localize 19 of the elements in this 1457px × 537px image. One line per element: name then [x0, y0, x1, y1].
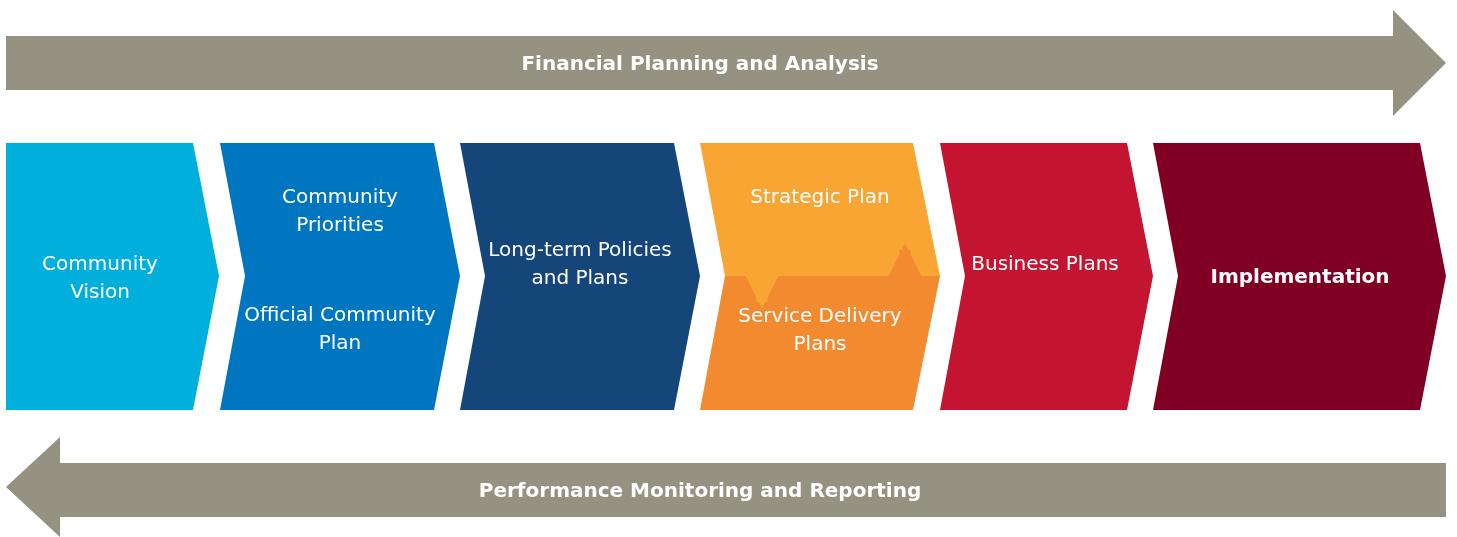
step-label: Community Priorities — [281, 183, 399, 238]
step-label: Long-term Policies and Plans — [487, 236, 673, 291]
step-label: Implementation — [1209, 263, 1391, 290]
step-label: Strategic Plan — [749, 183, 891, 210]
arrow-band — [6, 437, 1446, 537]
step-label: Financial Planning and Analysis — [520, 50, 880, 77]
chevron-shape — [6, 143, 219, 410]
step-label: Official Community Plan — [243, 301, 437, 356]
step-label: Community Vision — [41, 250, 159, 305]
chevron-shape — [1153, 143, 1446, 410]
step-label: Service Delivery Plans — [737, 302, 903, 357]
chevron-shape — [940, 143, 1153, 410]
chevron-shape — [460, 143, 700, 410]
chevron-shape — [220, 143, 460, 410]
step-label: Business Plans — [970, 250, 1120, 277]
arrow-band — [6, 10, 1446, 116]
chevron-shape — [700, 276, 940, 410]
step-label: Performance Monitoring and Reporting — [477, 477, 923, 504]
chevron-shape — [700, 143, 940, 276]
